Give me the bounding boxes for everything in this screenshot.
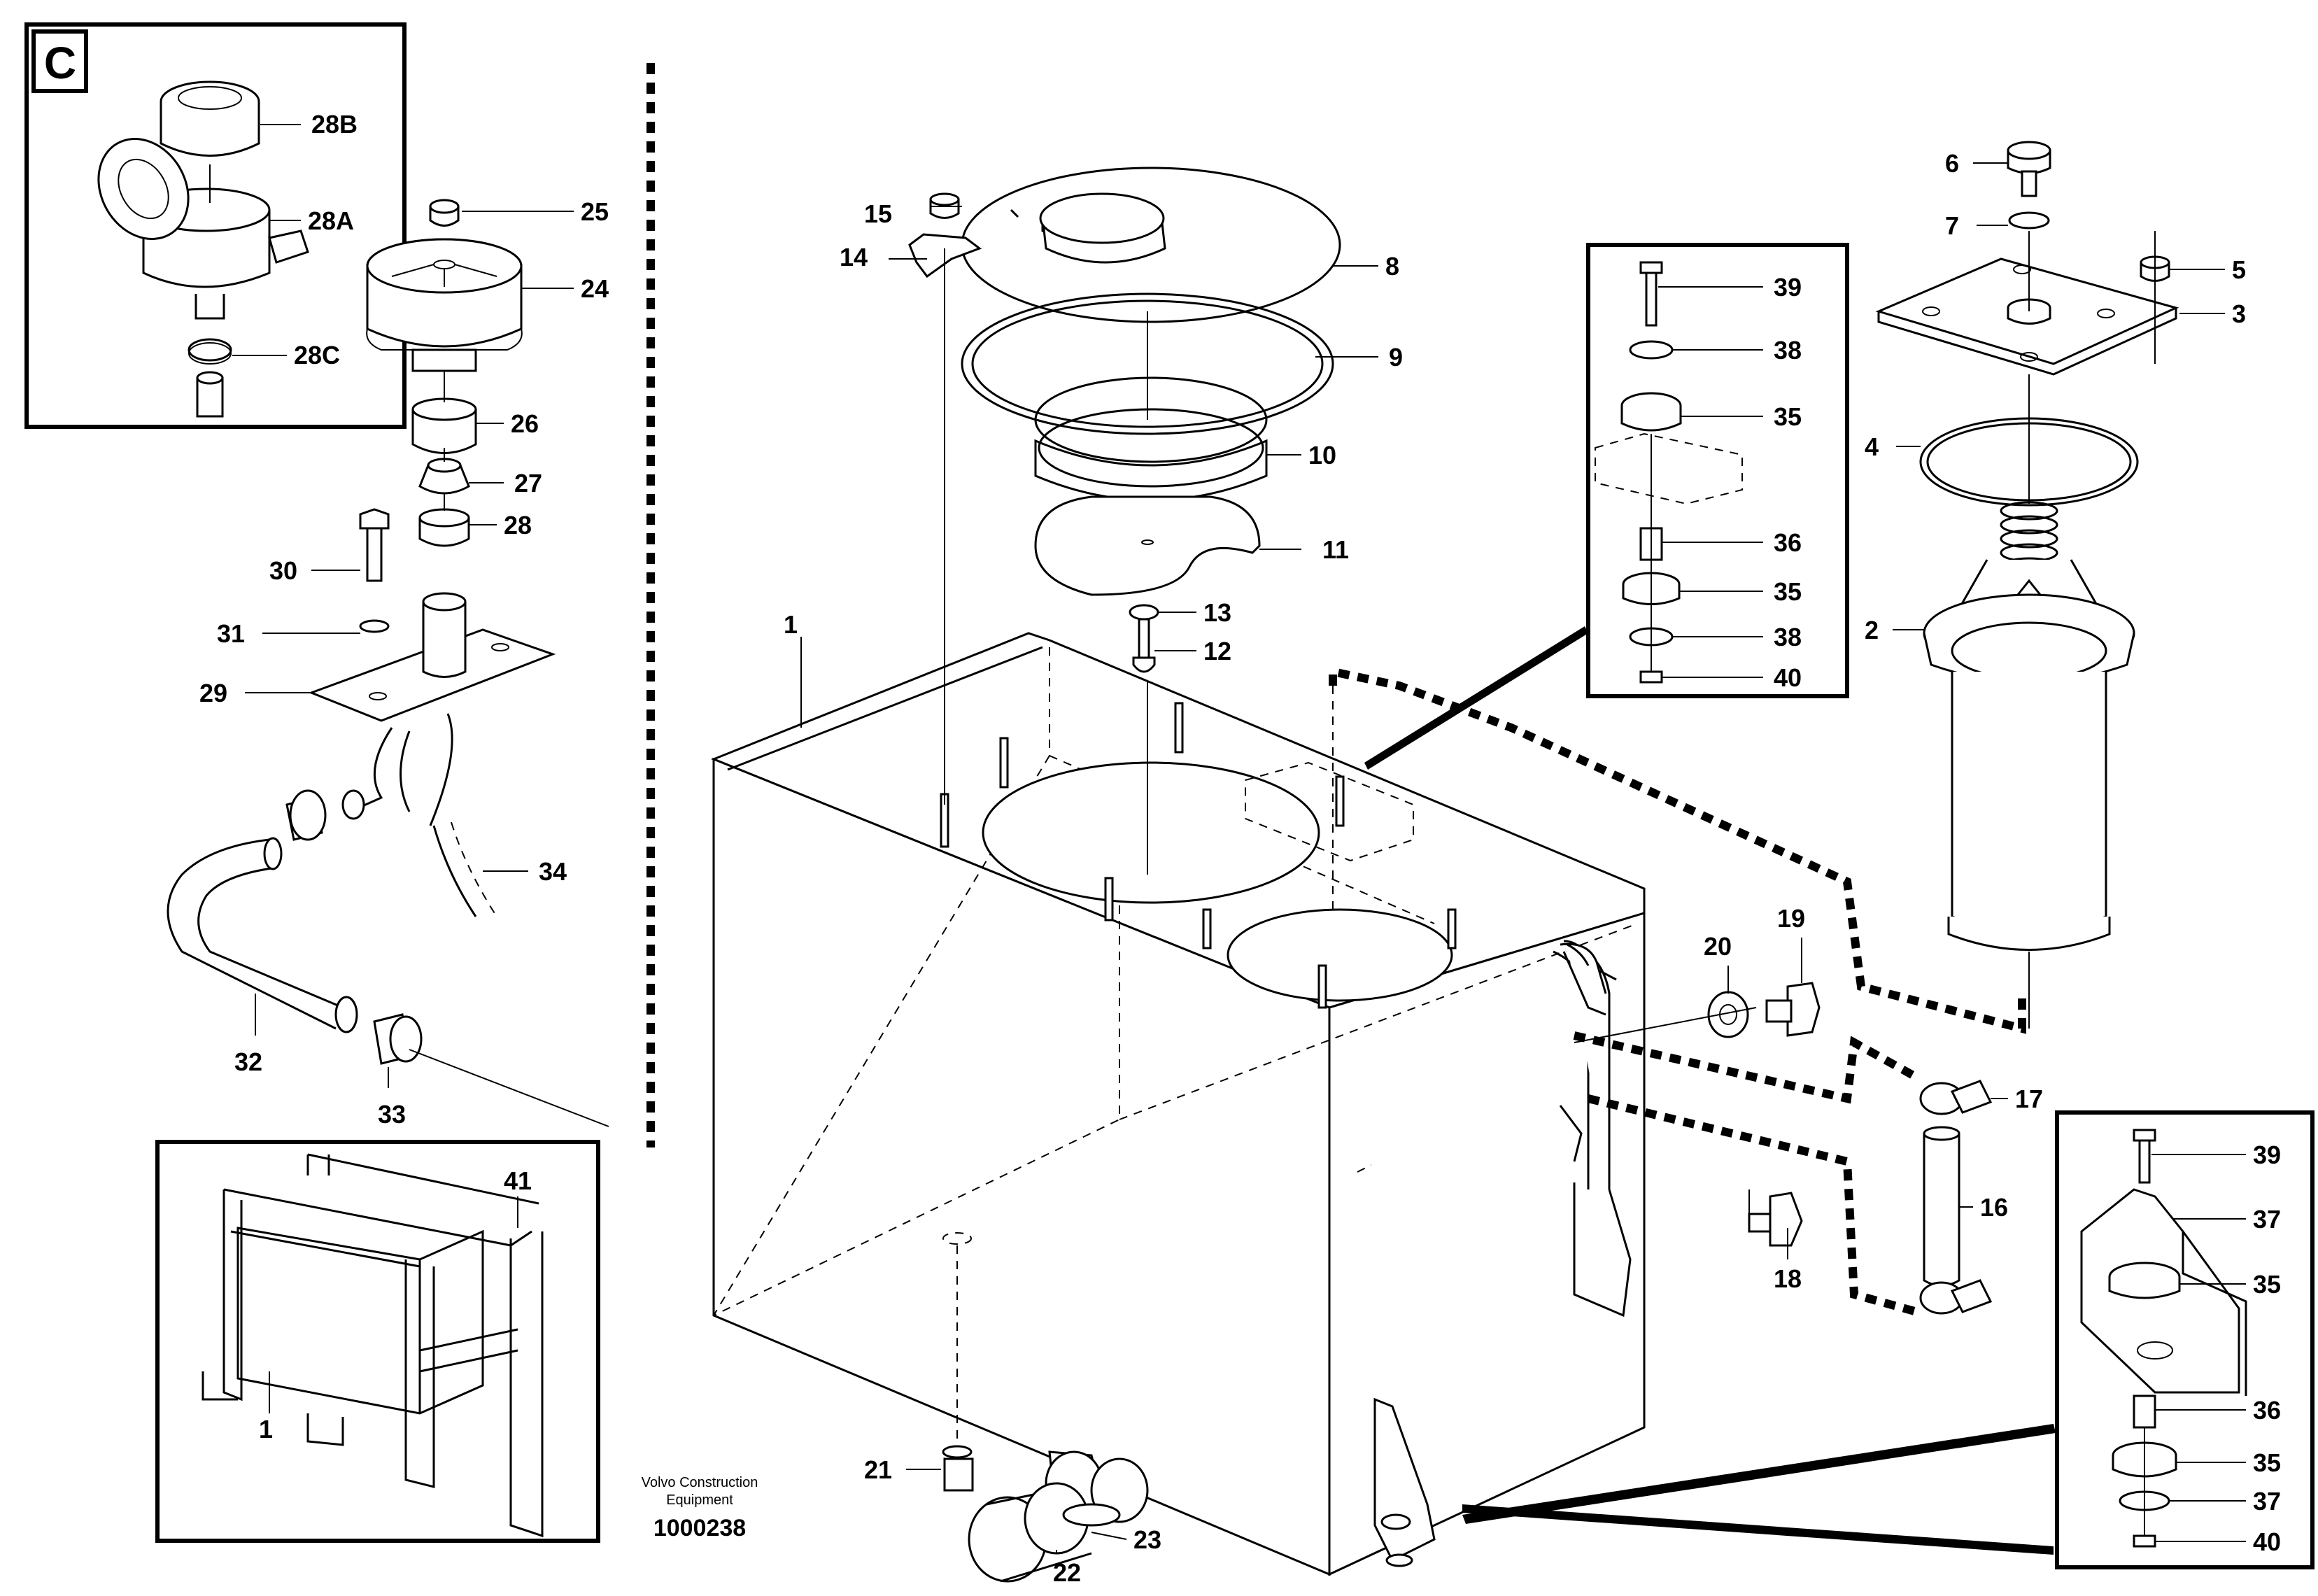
callout-15: 15 (864, 199, 892, 228)
inset-lower-37b: 37 (2253, 1487, 2281, 1516)
inset-c: C 28B 28A 28C (24, 22, 407, 429)
callout-21: 21 (864, 1455, 892, 1484)
callout-11: 11 (1322, 535, 1349, 564)
hose-16-drawing (1919, 1080, 1993, 1315)
inset-upper-38b: 38 (1774, 623, 1802, 651)
bracket-and-hose-drawing (167, 508, 556, 1065)
callout-30: 30 (269, 556, 297, 585)
callout-29: 29 (199, 679, 227, 707)
callout-28b: 28B (311, 110, 358, 139)
inset-mount-lower (1462, 1110, 2315, 1569)
studs (940, 702, 1457, 1009)
return-filter-drawing (1875, 141, 2179, 1029)
callout-19: 19 (1777, 904, 1805, 933)
inset-upper-35a: 35 (1774, 402, 1802, 431)
callout-28: 28 (504, 511, 532, 539)
callout-2: 2 (1865, 616, 1879, 644)
callout-28a: 28A (308, 206, 354, 235)
callout-32: 32 (234, 1047, 262, 1076)
inset-lower-39: 39 (2253, 1140, 2281, 1169)
hydraulic-tank-drawing (710, 632, 1821, 1583)
callout-25: 25 (581, 197, 609, 226)
inset-upper-40: 40 (1774, 663, 1802, 692)
breather-assembly-drawing (366, 199, 523, 547)
callout-27: 27 (514, 469, 542, 497)
callout-14: 14 (840, 243, 868, 271)
callout-28c: 28C (294, 341, 340, 369)
callout-10: 10 (1308, 441, 1336, 469)
tank-cover-drawing (908, 167, 1341, 875)
callout-8: 8 (1385, 252, 1399, 281)
callout-23: 23 (1133, 1525, 1161, 1554)
callout-26: 26 (511, 409, 539, 438)
callout-41: 41 (504, 1166, 532, 1195)
callout-12: 12 (1203, 637, 1231, 665)
inset-upper-35b: 35 (1774, 577, 1802, 606)
callout-9: 9 (1389, 343, 1403, 372)
callout-1-inset: 1 (259, 1415, 273, 1443)
inset-lower-40: 40 (2253, 1527, 2281, 1556)
inset-upper-38a: 38 (1774, 336, 1802, 365)
breather-cap-drawing (97, 80, 309, 418)
inset-lower-35b: 35 (2253, 1448, 2281, 1477)
callout-18: 18 (1774, 1264, 1802, 1293)
inset-c-badge: C (44, 38, 76, 88)
maker-line2: Equipment (666, 1492, 733, 1508)
inset-mount-upper (1364, 243, 1849, 770)
callout-16: 16 (1980, 1193, 2008, 1222)
callout-4: 4 (1865, 432, 1879, 461)
callout-5: 5 (2232, 255, 2246, 284)
callout-31: 31 (217, 619, 245, 648)
callout-20: 20 (1704, 932, 1732, 961)
callout-24: 24 (581, 274, 609, 303)
inset-upper-39: 39 (1774, 273, 1802, 302)
callout-33: 33 (378, 1100, 406, 1129)
callout-3: 3 (2232, 299, 2246, 328)
callout-6: 6 (1945, 149, 1959, 178)
inset-lower-36: 36 (2253, 1396, 2281, 1425)
maker-line1: Volvo Construction (642, 1475, 758, 1490)
callout-1-main: 1 (784, 610, 798, 639)
inset-lower-37a: 37 (2253, 1205, 2281, 1234)
callout-34: 34 (539, 857, 567, 886)
callout-7: 7 (1945, 211, 1959, 240)
callout-17: 17 (2015, 1085, 2043, 1113)
inset-lower-35a: 35 (2253, 1270, 2281, 1299)
callout-13: 13 (1203, 598, 1231, 627)
inset-tank-frame (155, 1140, 600, 1543)
drawing-number: 1000238 (653, 1515, 746, 1541)
callout-22: 22 (1053, 1558, 1081, 1587)
inset-upper-36: 36 (1774, 528, 1802, 557)
